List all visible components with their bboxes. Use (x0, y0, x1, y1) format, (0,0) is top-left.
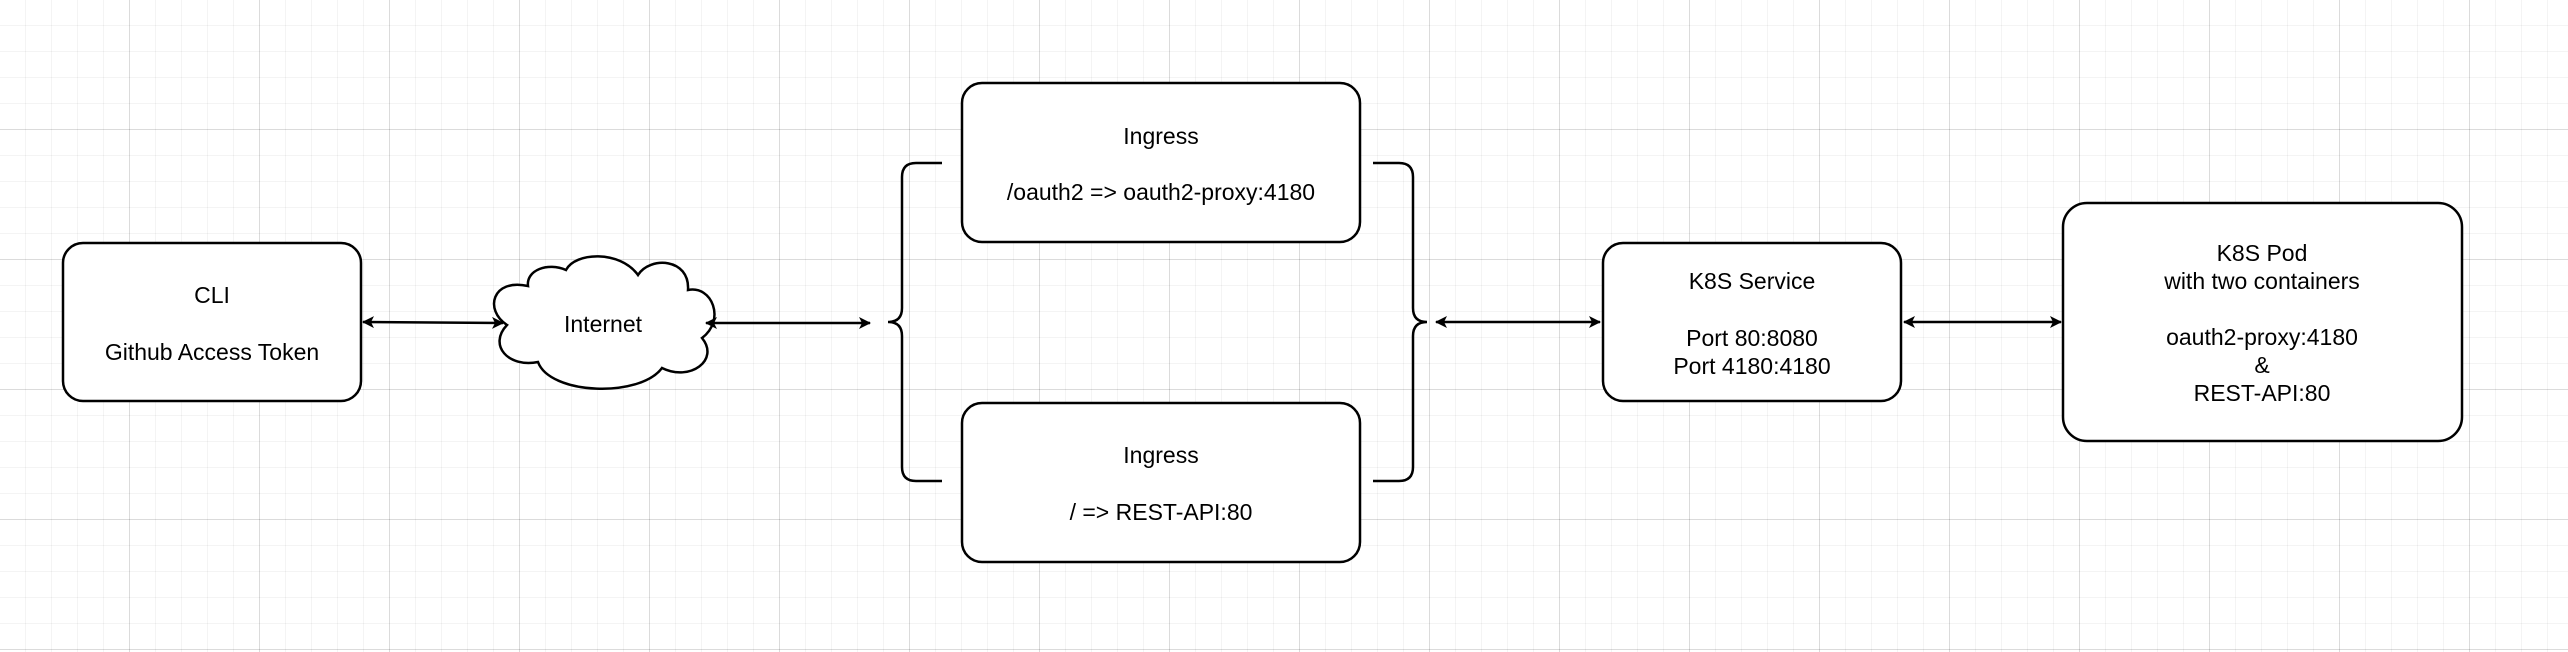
edge-cli-internet (362, 316, 504, 329)
ingress-oauth-route: /oauth2 => oauth2-proxy:4180 (1007, 179, 1315, 205)
k8s-pod-ampersand: & (2254, 352, 2269, 378)
k8s-service-title: K8S Service (1689, 268, 1816, 294)
k8s-pod-title: K8S Pod (2217, 240, 2308, 266)
ingress-oauth-title: Ingress (1123, 123, 1198, 149)
ingress-group-right-brace (1373, 161, 1428, 483)
k8s-pod-oauth-container: oauth2-proxy:4180 (2166, 324, 2358, 350)
internet-cloud-node[interactable]: Internet (492, 255, 716, 390)
ingress-api-node[interactable]: Ingress / => REST-API:80 (960, 401, 1362, 564)
ingress-oauth-node[interactable]: Ingress /oauth2 => oauth2-proxy:4180 (960, 81, 1362, 244)
k8s-pod-node[interactable]: K8S Pod with two containers oauth2-proxy… (2061, 201, 2464, 443)
ingress-api-route: / => REST-API:80 (1070, 499, 1253, 525)
cli-token-label: Github Access Token (105, 339, 319, 365)
k8s-pod-subtitle: with two containers (2163, 268, 2360, 294)
cli-title: CLI (194, 282, 230, 308)
k8s-service-node[interactable]: K8S Service Port 80:8080 Port 4180:4180 (1601, 241, 1903, 403)
cli-node[interactable]: CLI Github Access Token (61, 241, 363, 403)
ingress-group-left-brace (887, 161, 942, 483)
internet-label: Internet (564, 311, 643, 337)
k8s-pod-api-container: REST-API:80 (2194, 380, 2331, 406)
k8s-service-port-4180: Port 4180:4180 (1673, 353, 1830, 379)
ingress-api-title: Ingress (1123, 442, 1198, 468)
k8s-service-port-80: Port 80:8080 (1686, 325, 1818, 351)
